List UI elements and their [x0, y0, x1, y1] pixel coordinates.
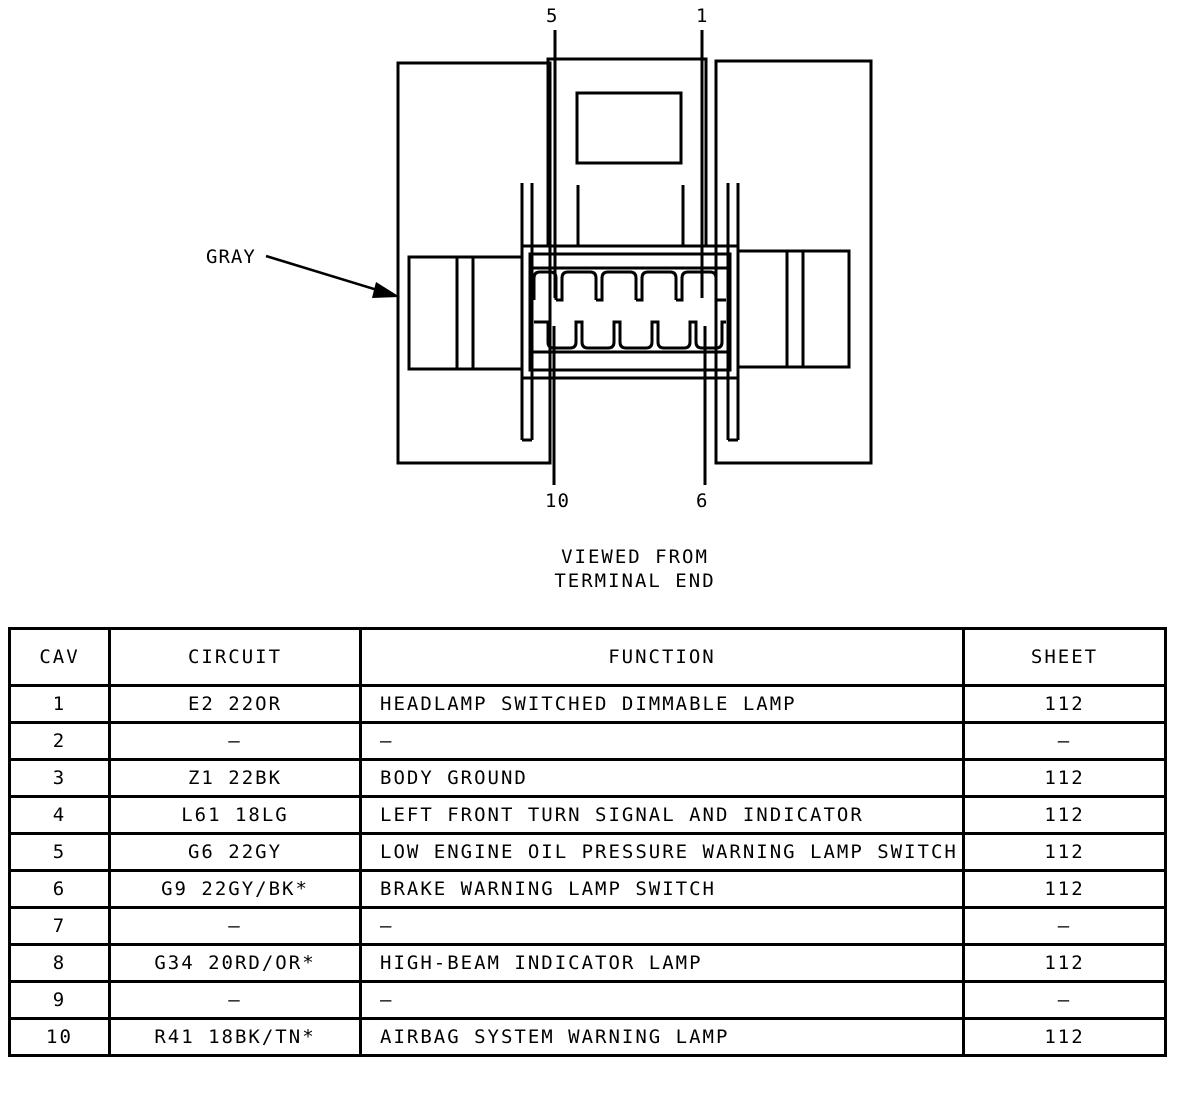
cell-cav: 9 — [8, 980, 111, 1020]
cavity-row-top — [532, 270, 726, 302]
cell-cav: 10 — [8, 1017, 111, 1057]
cell-cav: 6 — [8, 869, 111, 909]
table-row: 6 G9 22GY/BK* BRAKE WARNING LAMP SWITCH … — [8, 869, 1167, 909]
cell-circuit: Z1 22BK — [108, 758, 362, 798]
right-latch — [736, 249, 851, 369]
cell-circuit: — — [108, 906, 362, 946]
cell-function: BRAKE WARNING LAMP SWITCH — [359, 869, 965, 909]
right-housing-plate — [714, 59, 873, 465]
pin-label-6: 6 — [696, 490, 708, 512]
cell-function: — — [359, 721, 965, 761]
table-row: 10 R41 18BK/TN* AIRBAG SYSTEM WARNING LA… — [8, 1017, 1167, 1057]
cell-function: LOW ENGINE OIL PRESSURE WARNING LAMP SWI… — [359, 832, 965, 872]
cavity-row-bottom — [534, 320, 726, 350]
cell-circuit: G34 20RD/OR* — [108, 943, 362, 983]
header-function: FUNCTION — [359, 627, 965, 687]
pin-label-1: 1 — [696, 5, 708, 27]
pin-label-5: 5 — [546, 5, 558, 27]
cell-circuit: G6 22GY — [108, 832, 362, 872]
header-circuit: CIRCUIT — [108, 627, 362, 687]
cell-circuit: L61 18LG — [108, 795, 362, 835]
cell-sheet: 112 — [962, 795, 1167, 835]
cell-function: HIGH-BEAM INDICATOR LAMP — [359, 943, 965, 983]
cell-cav: 4 — [8, 795, 111, 835]
cell-function: BODY GROUND — [359, 758, 965, 798]
table-row: 7 — — — — [8, 906, 1167, 946]
cell-cav: 3 — [8, 758, 111, 798]
cell-circuit: E2 22OR — [108, 684, 362, 724]
cell-circuit: — — [108, 721, 362, 761]
header-sheet: SHEET — [962, 627, 1167, 687]
cell-cav: 7 — [8, 906, 111, 946]
cell-function: LEFT FRONT TURN SIGNAL AND INDICATOR — [359, 795, 965, 835]
view-caption: VIEWED FROM TERMINAL END — [480, 545, 790, 593]
cell-function: — — [359, 906, 965, 946]
cell-sheet: 112 — [962, 832, 1167, 872]
cell-cav: 5 — [8, 832, 111, 872]
connector-diagram: 5 1 10 6 GRAY — [206, 5, 873, 512]
terminal-block — [520, 244, 740, 380]
cell-cav: 1 — [8, 684, 111, 724]
cell-function: — — [359, 980, 965, 1020]
table-row: 2 — — — — [8, 721, 1167, 761]
table-header-row: CAV CIRCUIT FUNCTION SHEET — [8, 627, 1167, 687]
cell-sheet: — — [962, 980, 1167, 1020]
cell-function: AIRBAG SYSTEM WARNING LAMP — [359, 1017, 965, 1057]
cell-sheet: 112 — [962, 943, 1167, 983]
table-row: 5 G6 22GY LOW ENGINE OIL PRESSURE WARNIN… — [8, 832, 1167, 872]
table-row: 4 L61 18LG LEFT FRONT TURN SIGNAL AND IN… — [8, 795, 1167, 835]
table-row: 9 — — — — [8, 980, 1167, 1020]
left-latch — [407, 255, 524, 371]
left-housing-plate — [396, 61, 552, 465]
cell-sheet: 112 — [962, 869, 1167, 909]
gray-arrow — [265, 254, 400, 298]
cell-cav: 8 — [8, 943, 111, 983]
header-cav: CAV — [8, 627, 111, 687]
cell-sheet: — — [962, 906, 1167, 946]
pin-label-10: 10 — [545, 490, 570, 512]
cell-circuit: R41 18BK/TN* — [108, 1017, 362, 1057]
cell-cav: 2 — [8, 721, 111, 761]
cell-function: HEADLAMP SWITCHED DIMMABLE LAMP — [359, 684, 965, 724]
cell-circuit: — — [108, 980, 362, 1020]
cell-sheet: — — [962, 721, 1167, 761]
connector-color-label: GRAY — [206, 246, 256, 268]
view-caption-line1: VIEWED FROM — [561, 546, 709, 568]
table-row: 3 Z1 22BK BODY GROUND 112 — [8, 758, 1167, 798]
table-row: 8 G34 20RD/OR* HIGH-BEAM INDICATOR LAMP … — [8, 943, 1167, 983]
table-row: 1 E2 22OR HEADLAMP SWITCHED DIMMABLE LAM… — [8, 684, 1167, 724]
view-caption-line2: TERMINAL END — [554, 570, 716, 592]
cell-circuit: G9 22GY/BK* — [108, 869, 362, 909]
pinout-table: CAV CIRCUIT FUNCTION SHEET 1 E2 22OR HEA… — [8, 627, 1167, 1057]
cell-sheet: 112 — [962, 1017, 1167, 1057]
cell-sheet: 112 — [962, 684, 1167, 724]
cell-sheet: 112 — [962, 758, 1167, 798]
connector-top-window — [575, 91, 683, 165]
